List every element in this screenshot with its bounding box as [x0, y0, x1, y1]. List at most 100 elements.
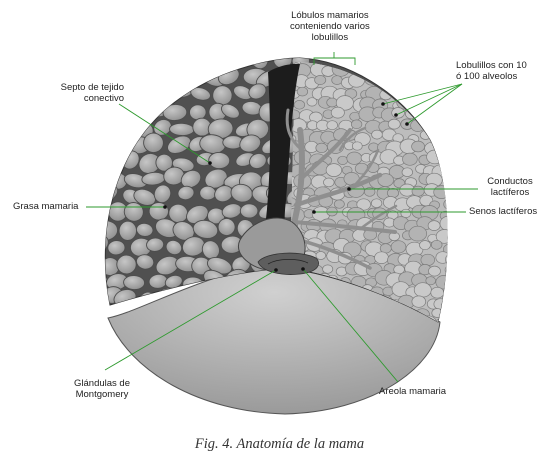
- gland-lobule: [350, 119, 363, 130]
- gland-lobule: [405, 90, 418, 101]
- fat-lobule: [114, 58, 141, 67]
- gland-lobule: [456, 128, 472, 142]
- fat-lobule: [189, 104, 207, 121]
- fat-lobule: [185, 66, 206, 83]
- gland-lobule: [462, 99, 472, 107]
- fat-lobule: [169, 58, 195, 69]
- gland-lobule: [364, 187, 376, 197]
- gland-lobule: [371, 129, 383, 140]
- fat-lobule: [217, 218, 236, 236]
- fat-lobule: [105, 104, 111, 123]
- fat-lobule: [107, 240, 126, 256]
- fat-lobule: [105, 151, 116, 171]
- fat-lobule: [123, 275, 146, 291]
- gland-lobule: [315, 251, 327, 260]
- figure-caption: Fig. 4. Anatomía de la mama: [194, 436, 365, 452]
- gland-lobule: [415, 66, 431, 79]
- gland-lobule: [440, 308, 448, 320]
- fat-lobule: [143, 132, 164, 153]
- gland-lobule: [459, 165, 470, 175]
- gland-lobule: [458, 317, 473, 329]
- fat-lobule: [130, 68, 151, 85]
- milk-duct: [293, 172, 383, 208]
- gland-lobule: [455, 222, 465, 230]
- gland-lobule: [445, 269, 448, 286]
- leader-dot: [301, 267, 305, 271]
- gland-lobule: [426, 122, 442, 135]
- gland-lobule: [349, 111, 361, 122]
- label-conductos: Conductos lactíferos: [487, 176, 533, 198]
- gland-lobule: [459, 143, 474, 156]
- gland-lobule: [451, 165, 461, 174]
- gland-lobule: [395, 85, 408, 97]
- leader-line: [104, 269, 277, 371]
- fat-lobule: [148, 65, 169, 85]
- gland-lobule: [293, 100, 306, 110]
- central-cavity: [262, 63, 300, 260]
- leader-dot: [394, 113, 398, 117]
- gland-lobule: [428, 265, 441, 277]
- fat-lobule: [177, 185, 195, 201]
- gland-lobule: [411, 185, 425, 197]
- gland-lobule: [435, 251, 448, 264]
- gland-lobule: [412, 72, 429, 87]
- gland-lobule: [462, 231, 472, 239]
- gland-lobule: [435, 229, 448, 244]
- gland-lobule: [402, 152, 418, 166]
- fat-lobule: [110, 137, 129, 154]
- fat-lobule: [146, 237, 165, 252]
- fat-lobule: [165, 239, 183, 256]
- gland-lobule: [390, 240, 407, 254]
- gland-lobule: [414, 62, 429, 65]
- fat-lobule: [118, 220, 137, 241]
- gland-lobule: [432, 99, 448, 114]
- gland-lobule: [444, 264, 448, 276]
- gland-lobule: [403, 63, 417, 75]
- fat-lobule: [180, 169, 202, 189]
- gland-lobule: [457, 276, 471, 288]
- fat-lobule: [105, 139, 113, 156]
- gland-lobule: [441, 131, 448, 143]
- gland-lobule: [445, 252, 448, 267]
- gland-lobule: [326, 206, 338, 217]
- gland-lobule: [425, 276, 436, 286]
- gland-lobule: [444, 178, 448, 188]
- milk-duct: [285, 108, 304, 152]
- fat-lobule: [135, 254, 155, 270]
- gland-lobule: [443, 243, 448, 255]
- fat-lobule: [154, 58, 173, 70]
- gland-lobule: [355, 62, 367, 67]
- gland-lobule: [444, 283, 448, 295]
- gland-lobule: [456, 108, 469, 118]
- gland-lobule: [445, 119, 448, 132]
- fat-lobule: [105, 58, 118, 68]
- leader-dot: [312, 210, 316, 214]
- gland-lobule: [401, 167, 413, 177]
- gland-lobule: [396, 62, 414, 69]
- leader-dot: [208, 161, 212, 165]
- gland-lobule: [444, 87, 448, 99]
- gland-lobule: [447, 208, 448, 221]
- milk-duct: [338, 126, 367, 152]
- label-septo: Septo de tejido conectivo: [60, 82, 124, 104]
- fat-lobule: [137, 82, 157, 101]
- gland-lobule: [408, 225, 428, 242]
- gland-lobule: [400, 208, 412, 218]
- gland-lobule: [460, 297, 474, 309]
- fat-lobule: [248, 83, 267, 100]
- milk-ducts: [285, 108, 398, 270]
- gland-lobule: [411, 295, 427, 308]
- gland-lobule: [306, 97, 318, 107]
- leader-dot: [163, 205, 167, 209]
- gland-lobule: [454, 155, 466, 165]
- milk-duct: [292, 220, 397, 234]
- gland-lobule: [363, 62, 375, 66]
- gland-lobule: [370, 198, 383, 208]
- gland-lobule: [427, 220, 441, 231]
- gland-lobule: [402, 76, 417, 89]
- gland-lobule: [325, 163, 343, 177]
- fat-lobule: [190, 87, 211, 101]
- gland-lobule: [397, 65, 410, 75]
- label-lobulillos: Lobulillos con 10 ó 100 alveolos: [456, 60, 527, 82]
